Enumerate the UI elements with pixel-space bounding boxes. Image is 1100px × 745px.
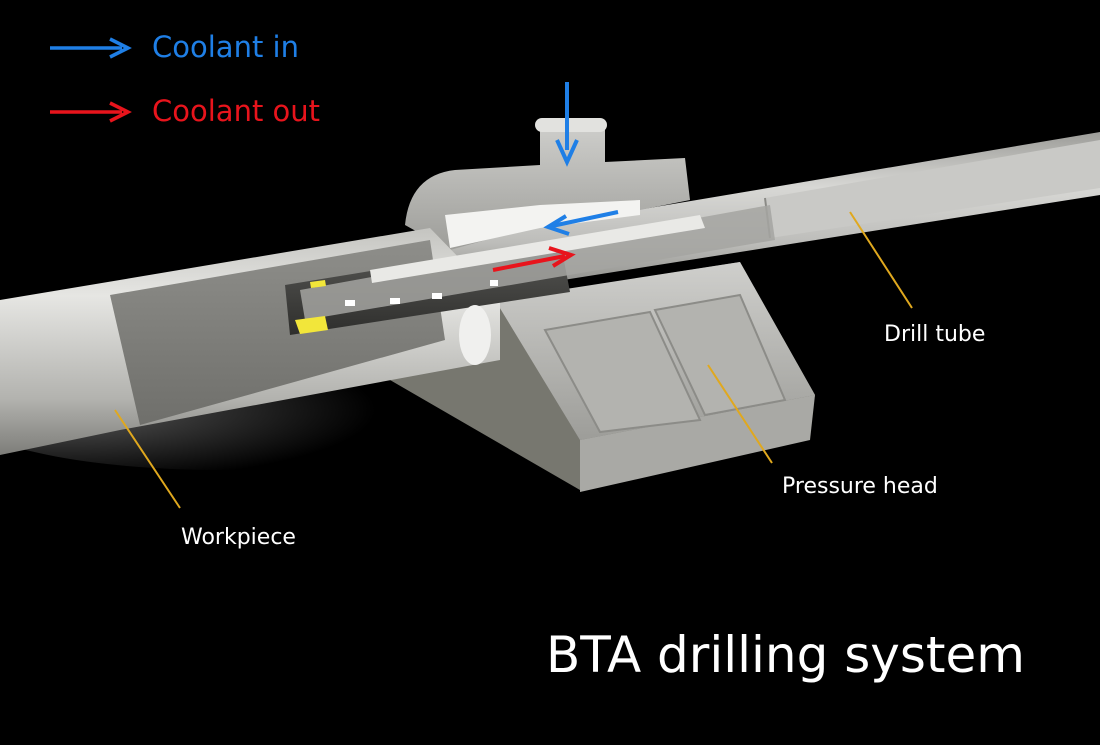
label-pressure-head: Pressure head	[782, 474, 938, 499]
diagram-title: BTA drilling system	[546, 626, 1026, 684]
leader-line-drill-tube	[849, 211, 913, 309]
leader-line-workpiece	[114, 409, 181, 509]
leader-line-pressure-head	[707, 364, 773, 464]
legend-arrow-coolant-in	[50, 37, 132, 59]
legend-coolant-out-label: Coolant out	[152, 94, 321, 128]
coolant-in-flow-arrow	[555, 82, 579, 167]
coolant-out-flow-arrow	[492, 246, 576, 272]
coolant-in-flow-arrow-horizontal	[543, 210, 619, 236]
legend-arrow-coolant-out	[50, 101, 132, 123]
label-workpiece: Workpiece	[181, 525, 296, 550]
legend-coolant-in-label: Coolant in	[152, 30, 299, 64]
label-drill-tube: Drill tube	[884, 322, 986, 347]
